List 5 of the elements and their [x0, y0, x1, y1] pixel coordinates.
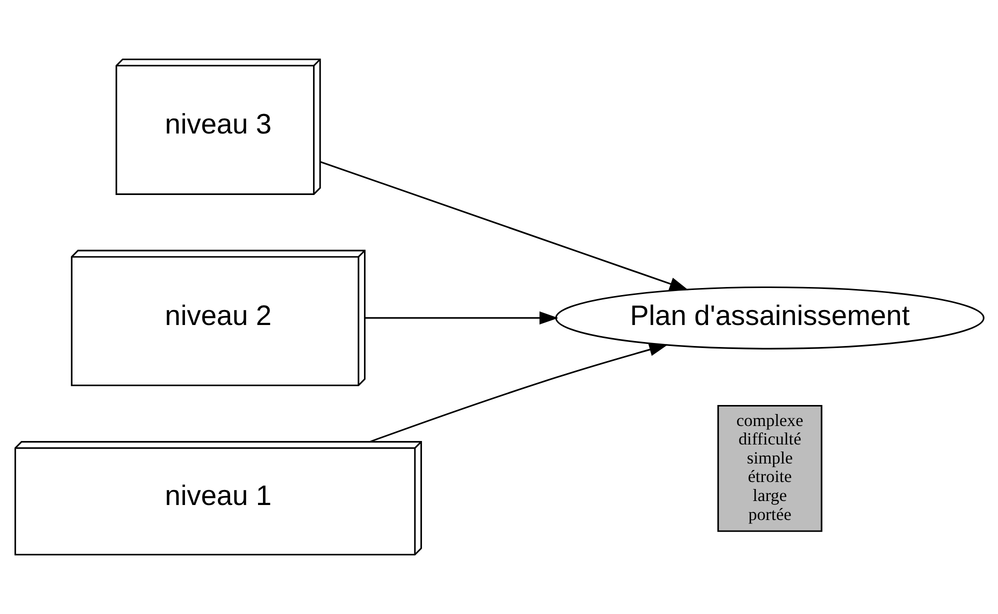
- node-ellipse: Plan d'assainissement: [554, 286, 984, 350]
- arrow: [320, 161, 688, 290]
- arrow: [369, 343, 668, 442]
- node-box: complexe difficulté simple étroite large portée: [716, 404, 822, 532]
- arrow: [364, 311, 558, 325]
